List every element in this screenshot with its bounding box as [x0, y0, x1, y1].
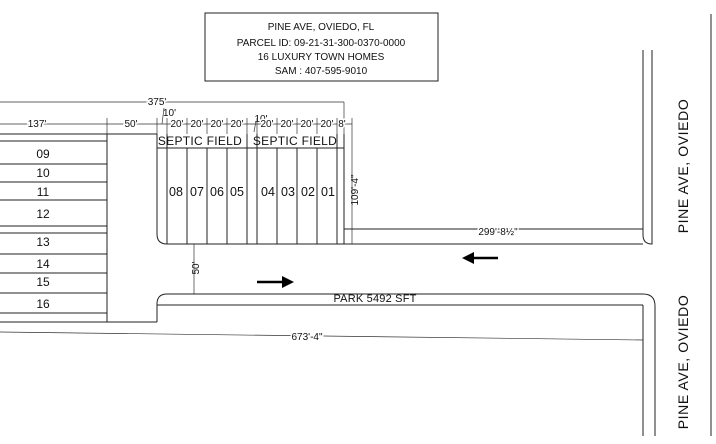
small-offset-leader: [162, 108, 164, 124]
unit-width-label: 20': [170, 119, 183, 130]
unit-block-outline: [157, 134, 344, 244]
lot-number-15: 15: [36, 275, 50, 289]
unit-width-label: 20': [260, 119, 273, 130]
frontage: 299'-8½": [344, 226, 643, 244]
lot-number-16: 16: [36, 297, 50, 311]
unit-walls: [167, 134, 337, 244]
unit-width-label: 20': [210, 119, 223, 130]
lot-number-09: 09: [36, 147, 50, 161]
unit-number-07: 07: [190, 185, 204, 199]
unit-number-03: 03: [281, 185, 295, 199]
townhome-block: SEPTIC FIELD SEPTIC FIELD 08 07 06 05 04…: [157, 134, 361, 244]
bottom-dimension-label: 673'-4": [291, 332, 322, 343]
unit-width-label: 20': [280, 119, 293, 130]
middle-gap-leader: [254, 121, 256, 132]
lot-number-10: 10: [36, 166, 50, 180]
lot-number-11: 11: [37, 185, 50, 199]
bottom-dimension: 673'-4": [0, 305, 643, 345]
lot-number-12: 12: [36, 207, 50, 221]
pine-ave-road: PINE AVE, OVIEDO PINE AVE, OVIEDO: [643, 14, 711, 436]
small-offset-label: 10': [163, 108, 176, 119]
end-offset-label: 8': [338, 119, 346, 130]
overall-dimension-label: 375': [148, 97, 167, 108]
info-line-address: PINE AVE, OVIEDO, FL: [268, 22, 375, 33]
frontage-dimension-label: 299'-8½": [478, 227, 518, 238]
road-edge-lower-curve: [643, 294, 655, 436]
park-area: PARK 5492 SFT: [157, 293, 643, 322]
road-label-upper: PINE AVE, OVIEDO: [675, 99, 691, 234]
bottom-dimension-line: [0, 332, 643, 340]
unit-number-02: 02: [301, 185, 315, 199]
unit-width-label: 20': [230, 119, 243, 130]
traffic-arrow-east: [257, 276, 294, 288]
unit-width-label: 20': [320, 119, 333, 130]
unit-number-06: 06: [210, 185, 224, 199]
road-edge-upper-curve: [643, 50, 652, 244]
park-outline: [157, 294, 643, 322]
drive-aisle: 50': [191, 244, 202, 294]
unit-width-label: 20': [300, 119, 313, 130]
depth-dimension-label: 109'-4": [350, 174, 361, 205]
info-line-parcel-id: PARCEL ID: 09-21-31-300-0370-0000: [237, 38, 406, 49]
lot-number-14: 14: [36, 257, 50, 271]
drive-width-label: 50': [191, 261, 202, 274]
middle-gap-label: 10': [254, 114, 267, 125]
septic-field-label-east: SEPTIC FIELD: [253, 134, 337, 148]
gap-width-label: 50': [124, 119, 137, 130]
left-lot-width-label: 137': [28, 119, 47, 130]
info-line-homes: 16 LUXURY TOWN HOMES: [258, 52, 385, 63]
road-label-lower: PINE AVE, OVIEDO: [675, 295, 691, 430]
unit-dimension-ticks: [107, 118, 352, 134]
unit-number-08: 08: [169, 185, 183, 199]
west-lots: 09 10 11 12 13 14 15 16: [0, 134, 157, 322]
septic-field-label-west: SEPTIC FIELD: [158, 134, 242, 148]
traffic-arrow-west: [462, 252, 498, 264]
park-label: PARK 5492 SFT: [333, 293, 416, 305]
unit-width-label: 20': [190, 119, 203, 130]
lot-number-13: 13: [36, 235, 50, 249]
info-box-frame: [205, 13, 438, 81]
unit-number-04: 04: [261, 185, 275, 199]
info-line-contact: SAM : 407-595-9010: [275, 66, 368, 77]
unit-number-05: 05: [230, 185, 244, 199]
info-box: PINE AVE, OVIEDO, FL PARCEL ID: 09-21-31…: [205, 13, 438, 81]
top-dimensions: 375' 10' 137' 50' 20' 20' 20' 20' 10' 20…: [0, 96, 352, 134]
unit-number-01: 01: [321, 185, 335, 199]
